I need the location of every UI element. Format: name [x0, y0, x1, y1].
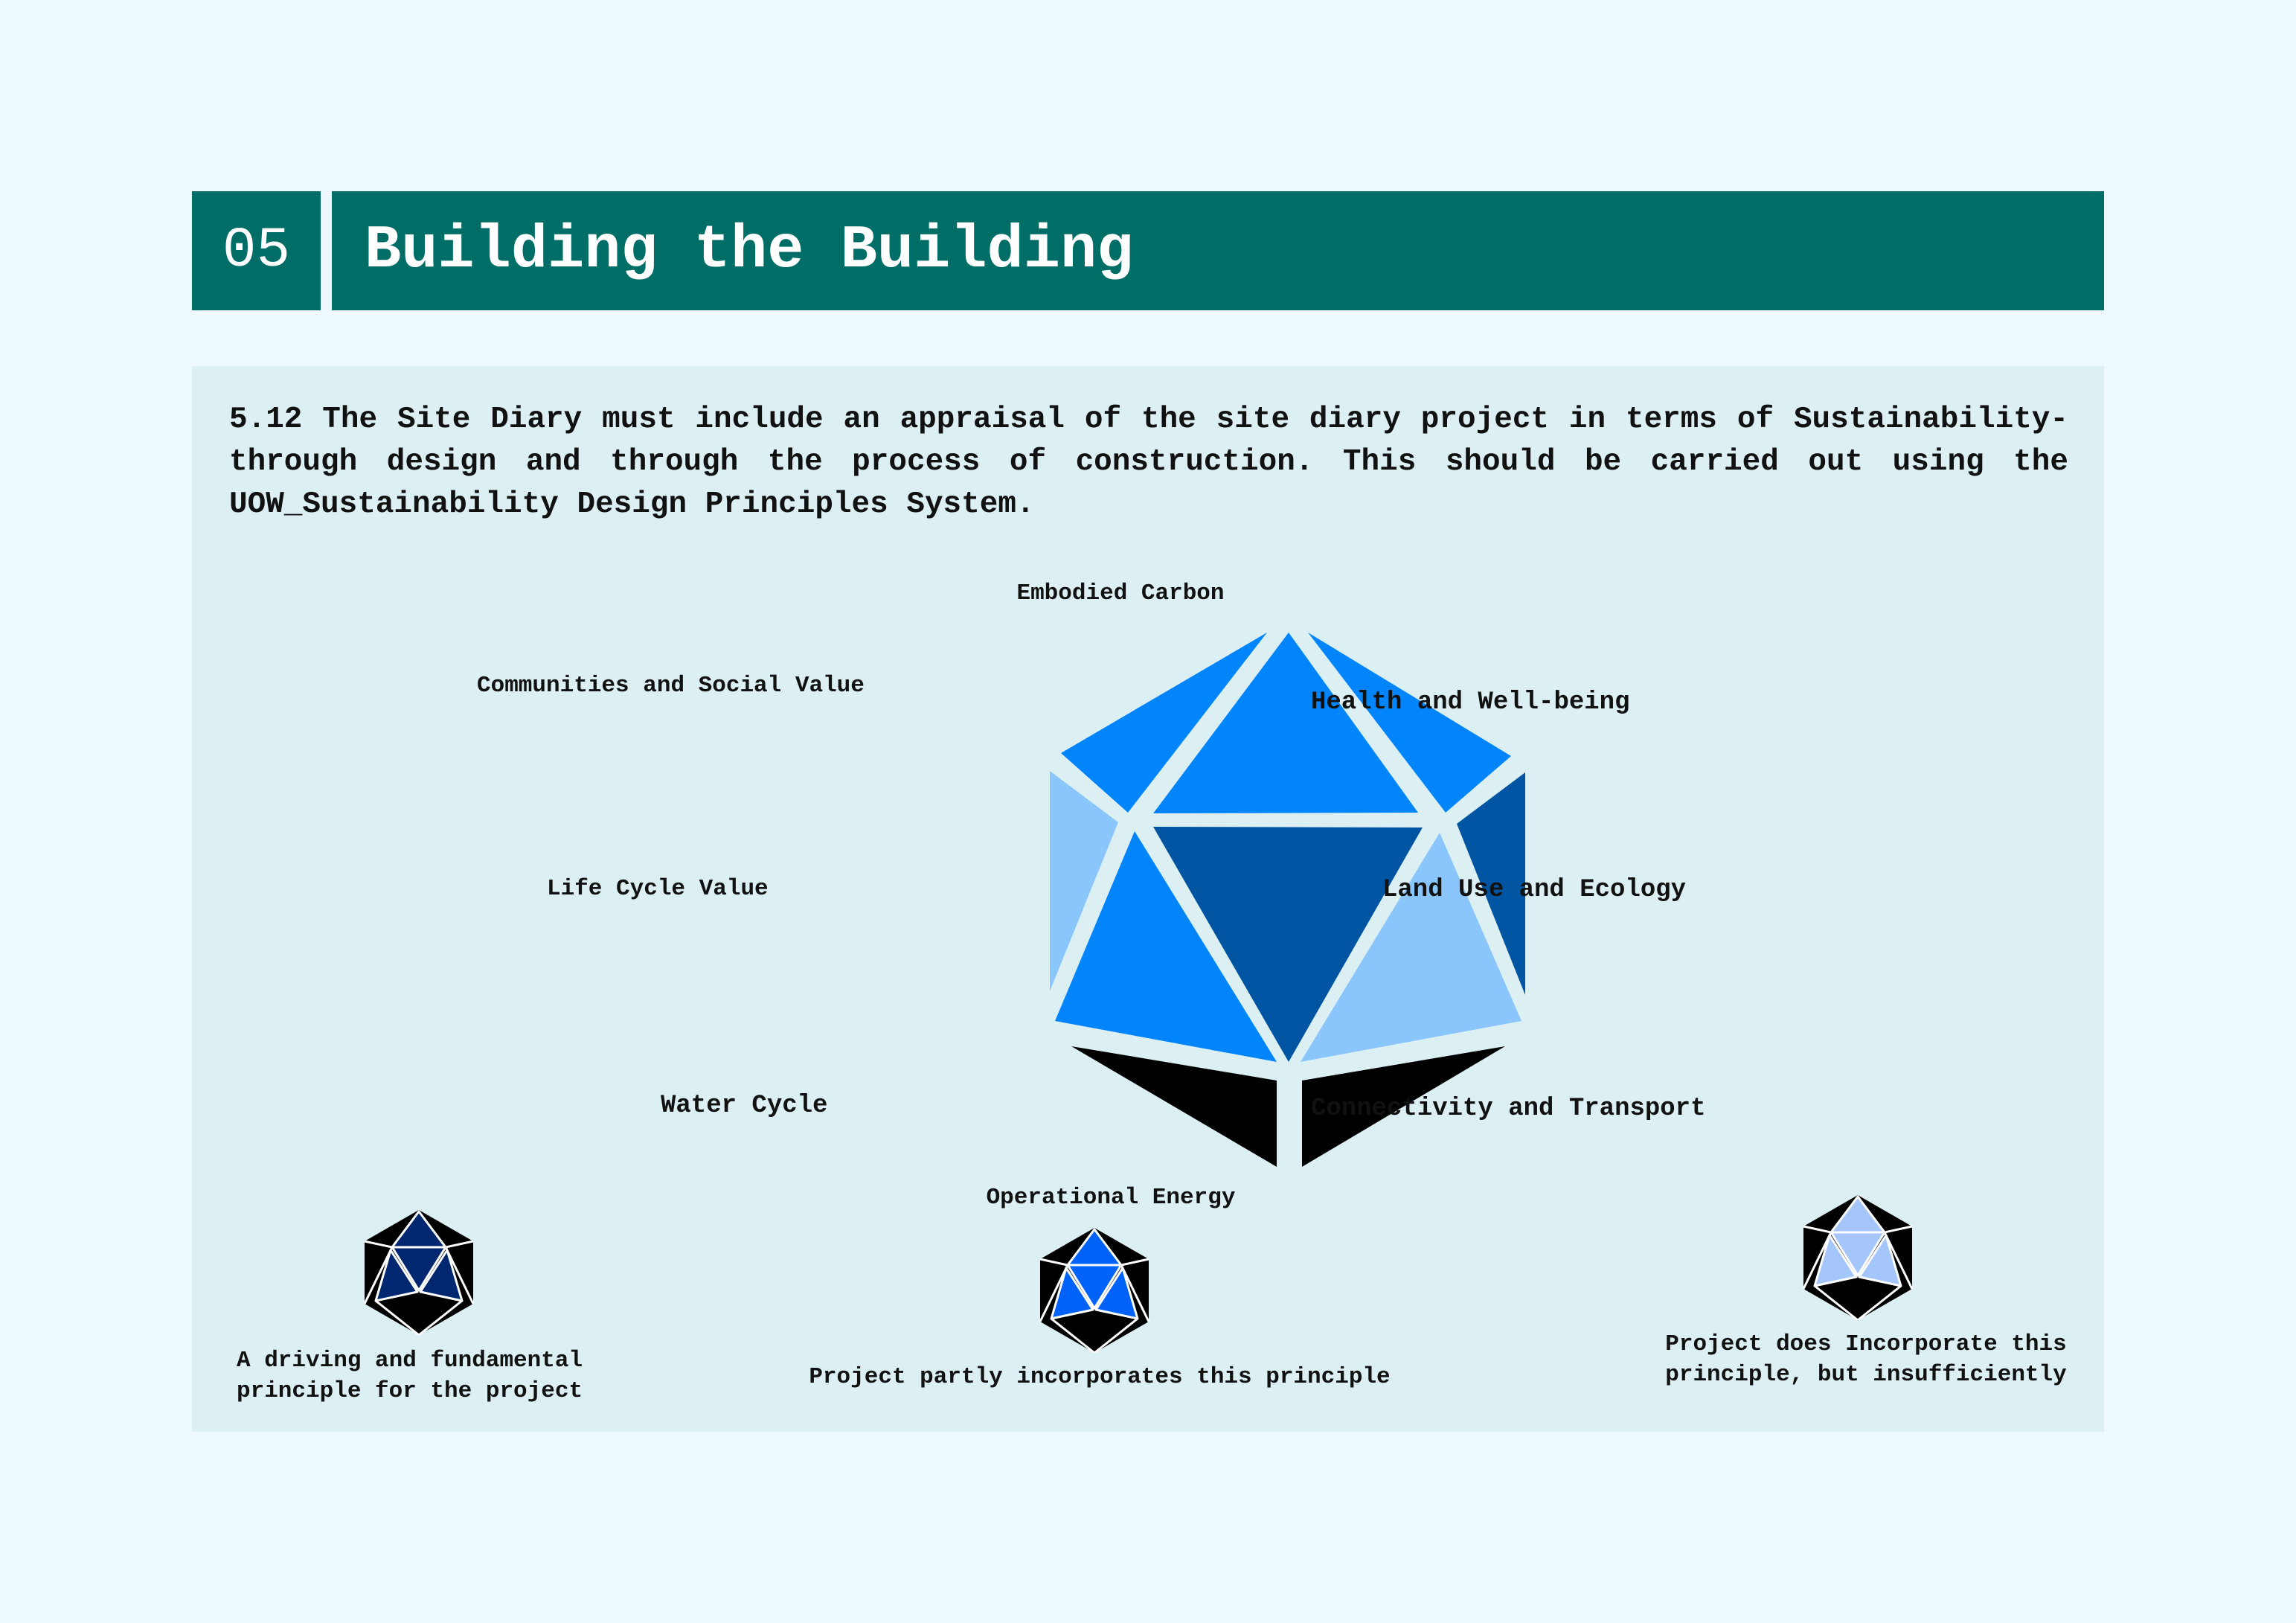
section-title: Building the Building	[332, 191, 2104, 310]
face-right-lower	[1301, 833, 1521, 1062]
label-health: Health and Well-being	[1311, 688, 1630, 717]
face-connectivity	[1302, 1046, 1505, 1167]
label-land-use: Land Use and Ecology	[1382, 876, 1687, 904]
section-number: 05	[192, 191, 321, 310]
face-land-use	[1457, 772, 1525, 995]
label-connectivity: Connectivity and Transport	[1311, 1095, 1706, 1123]
legend-icon-insufficient	[1802, 1195, 1914, 1320]
legend-label-insufficient: Project does Incorporate this principle,…	[1665, 1331, 2067, 1388]
legend-label-partly: Project partly incorporates this princip…	[809, 1364, 1391, 1390]
face-center	[1153, 827, 1423, 1062]
face-embodied-carbon	[1153, 633, 1418, 813]
legend-label-driving: A driving and fundamental principle for …	[237, 1348, 583, 1404]
legend-icon-driving	[363, 1210, 475, 1335]
label-embodied-carbon: Embodied Carbon	[1016, 580, 1225, 606]
face-communities	[1061, 633, 1267, 813]
content-panel: 5.12 The Site Diary must include an appr…	[192, 366, 2104, 1432]
face-left-lower	[1055, 831, 1277, 1062]
label-life-cycle: Life Cycle Value	[547, 876, 769, 902]
legend-icon-partly	[1039, 1228, 1150, 1353]
face-water	[1071, 1046, 1277, 1167]
label-communities: Communities and Social Value	[477, 673, 865, 699]
face-life-cycle	[1050, 771, 1118, 991]
label-operational-energy: Operational Energy	[986, 1185, 1236, 1211]
icosahedron-diagram	[1050, 633, 1525, 1167]
intro-paragraph: 5.12 The Site Diary must include an appr…	[229, 403, 2068, 522]
label-water: Water Cycle	[661, 1092, 828, 1120]
face-health	[1308, 633, 1511, 813]
